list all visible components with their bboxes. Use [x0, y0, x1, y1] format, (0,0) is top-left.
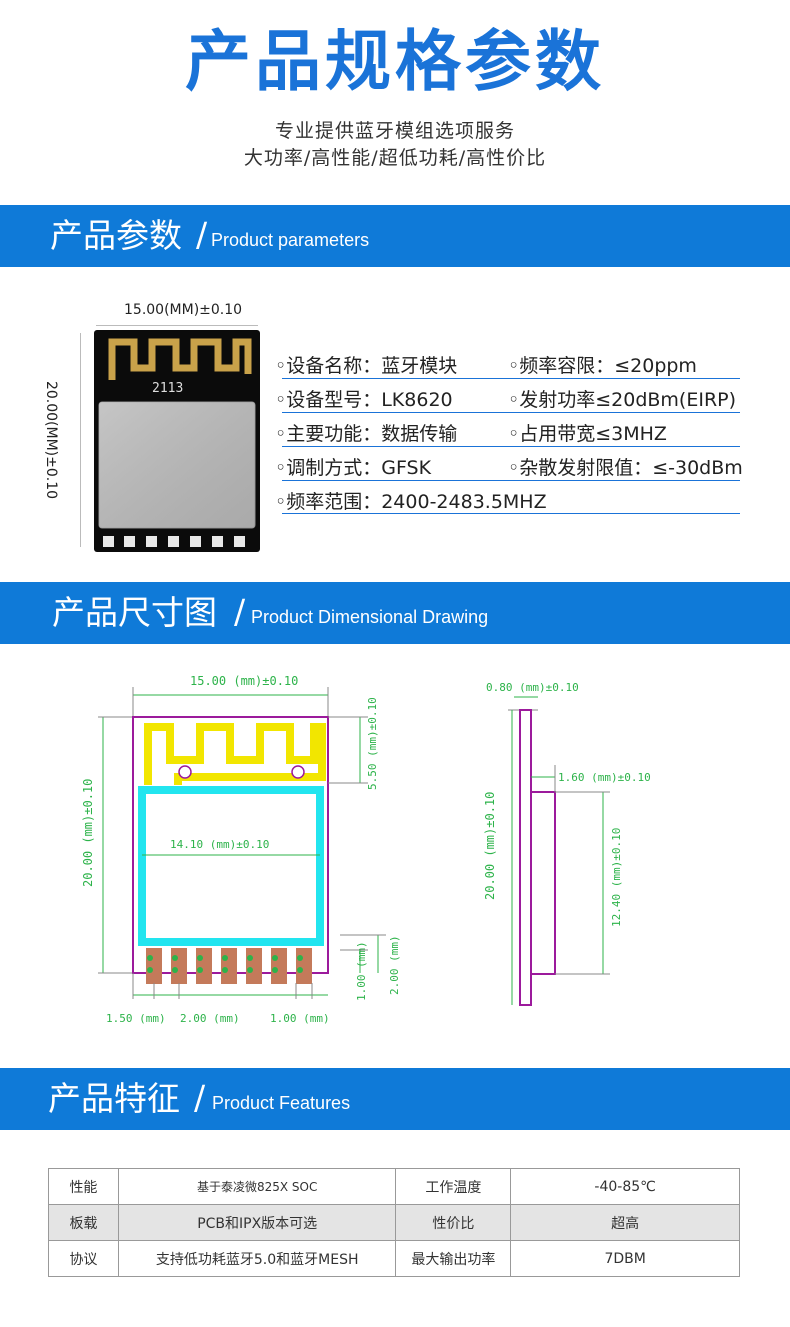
thickness-label: 0.80 (mm)±0.10: [486, 681, 579, 694]
shield-outline: [138, 786, 324, 946]
antenna-height-label: 5.50 (mm)±0.10: [366, 697, 379, 790]
module-height-label: 20.00(MM)±0.10: [43, 380, 60, 500]
section-slash: /: [196, 215, 208, 254]
param-item: ◦调制方式：GFSK: [275, 457, 432, 479]
section-header-drawing: 产品尺寸图 / Product Dimensional Drawing: [0, 582, 790, 644]
param-divider: [282, 513, 740, 514]
feature-value: 基于泰凌微825X SOC: [117, 1168, 397, 1205]
front-dimension-drawing: 15.00 (mm)±0.10 20.00 (mm)±0.10 5.50 (mm…: [81, 674, 401, 1025]
feature-value: PCB和IPX版本可选: [117, 1204, 397, 1241]
param-divider: [282, 446, 740, 447]
section-slash: /: [194, 1078, 206, 1117]
table-row: 性能 基于泰凌微825X SOC 工作温度 -40-85℃: [48, 1168, 740, 1205]
front-height-label: 20.00 (mm)±0.10: [81, 779, 95, 887]
section-title-en: Product parameters: [211, 230, 370, 250]
feature-key: 板载: [48, 1204, 119, 1241]
pad-width-label: 1.00 (mm): [270, 1012, 330, 1025]
param-item: ◦占用带宽≤3MHZ: [508, 423, 667, 445]
section-slash: /: [234, 592, 246, 631]
edge-offset-label: 1.50 (mm): [106, 1012, 166, 1025]
front-width-label: 15.00 (mm)±0.10: [190, 674, 298, 688]
param-divider: [282, 412, 740, 413]
param-divider: [282, 480, 740, 481]
section-header-features: 产品特征 / Product Features: [0, 1068, 790, 1130]
section-title-en: Product Dimensional Drawing: [251, 607, 489, 627]
table-row: 板载 PCB和IPX版本可选 性价比 超高: [48, 1204, 740, 1241]
subtitle-features: 大功率/高性能/超低功耗/高性价比: [243, 147, 547, 169]
feature-value: 7DBM: [510, 1240, 740, 1277]
param-item: ◦杂散发射限值：≤-30dBm: [508, 457, 743, 479]
param-item: ◦发射功率≤20dBm(EIRP): [508, 389, 737, 411]
feature-key: 最大输出功率: [395, 1240, 512, 1277]
side-dimension-drawing: 0.80 (mm)±0.10 1.60 (mm)±0.10 20.00 (mm)…: [483, 681, 651, 1006]
shield-height-label: 12.40 (mm)±0.10: [610, 828, 623, 927]
section-header-params: 产品参数 / Product parameters: [0, 205, 790, 267]
module-height-line: [80, 333, 81, 547]
param-item: ◦频率容限：≤20ppm: [508, 355, 697, 377]
module-width-label: 15.00(MM)±0.10: [124, 302, 243, 318]
param-item: ◦设备名称：蓝牙模块: [275, 355, 458, 377]
param-item: ◦主要功能：数据传输: [275, 423, 458, 445]
shield-side-outline: [530, 791, 556, 975]
section-title-zh: 产品参数: [50, 216, 182, 255]
feature-key: 性能: [48, 1168, 119, 1205]
pad-spacing-label: 2.00 (mm): [180, 1012, 240, 1025]
pad-pitch-label: 2.00 (mm): [388, 935, 401, 995]
feature-value: -40-85℃: [510, 1168, 740, 1205]
table-row: 协议 支持低功耗蓝牙5.0和蓝牙MESH 最大输出功率 7DBM: [48, 1240, 740, 1277]
side-height-label: 20.00 (mm)±0.10: [483, 792, 497, 900]
feature-key: 协议: [48, 1240, 119, 1277]
subtitle-services: 专业提供蓝牙模组选项服务: [274, 120, 515, 142]
shield-thickness-label: 1.60 (mm)±0.10: [558, 771, 651, 784]
feature-key: 工作温度: [395, 1168, 512, 1205]
param-divider: [282, 378, 740, 379]
board-side-outline: [519, 709, 532, 1006]
module-width-line: [96, 325, 258, 326]
antenna-outline: [144, 723, 326, 785]
inner-width-label: 14.10 (mm)±0.10: [170, 838, 269, 851]
section-title-en: Product Features: [212, 1093, 351, 1113]
module-pads: [103, 536, 245, 547]
chip-mark: 2113: [152, 381, 183, 396]
feature-value: 支持低功耗蓝牙5.0和蓝牙MESH: [117, 1240, 397, 1277]
mount-hole: [291, 765, 305, 779]
pad-row: [146, 948, 312, 984]
mount-hole: [178, 765, 192, 779]
param-item: ◦频率范围：2400-2483.5MHZ: [275, 491, 547, 513]
bluetooth-module-photo: 2113: [94, 330, 260, 552]
section-title-zh: 产品尺寸图: [52, 593, 217, 632]
section-title-zh: 产品特征: [48, 1079, 180, 1118]
antenna-trace: [108, 338, 252, 380]
feature-key: 性价比: [395, 1204, 512, 1241]
features-table: 性能 基于泰凌微825X SOC 工作温度 -40-85℃ 板载 PCB和IPX…: [48, 1168, 740, 1277]
feature-value: 超高: [510, 1204, 740, 1241]
param-item: ◦设备型号：LK8620: [275, 389, 453, 411]
page-title: 产品规格参数: [185, 23, 605, 100]
pad-height-label: 1.00 (mm): [355, 941, 368, 1001]
